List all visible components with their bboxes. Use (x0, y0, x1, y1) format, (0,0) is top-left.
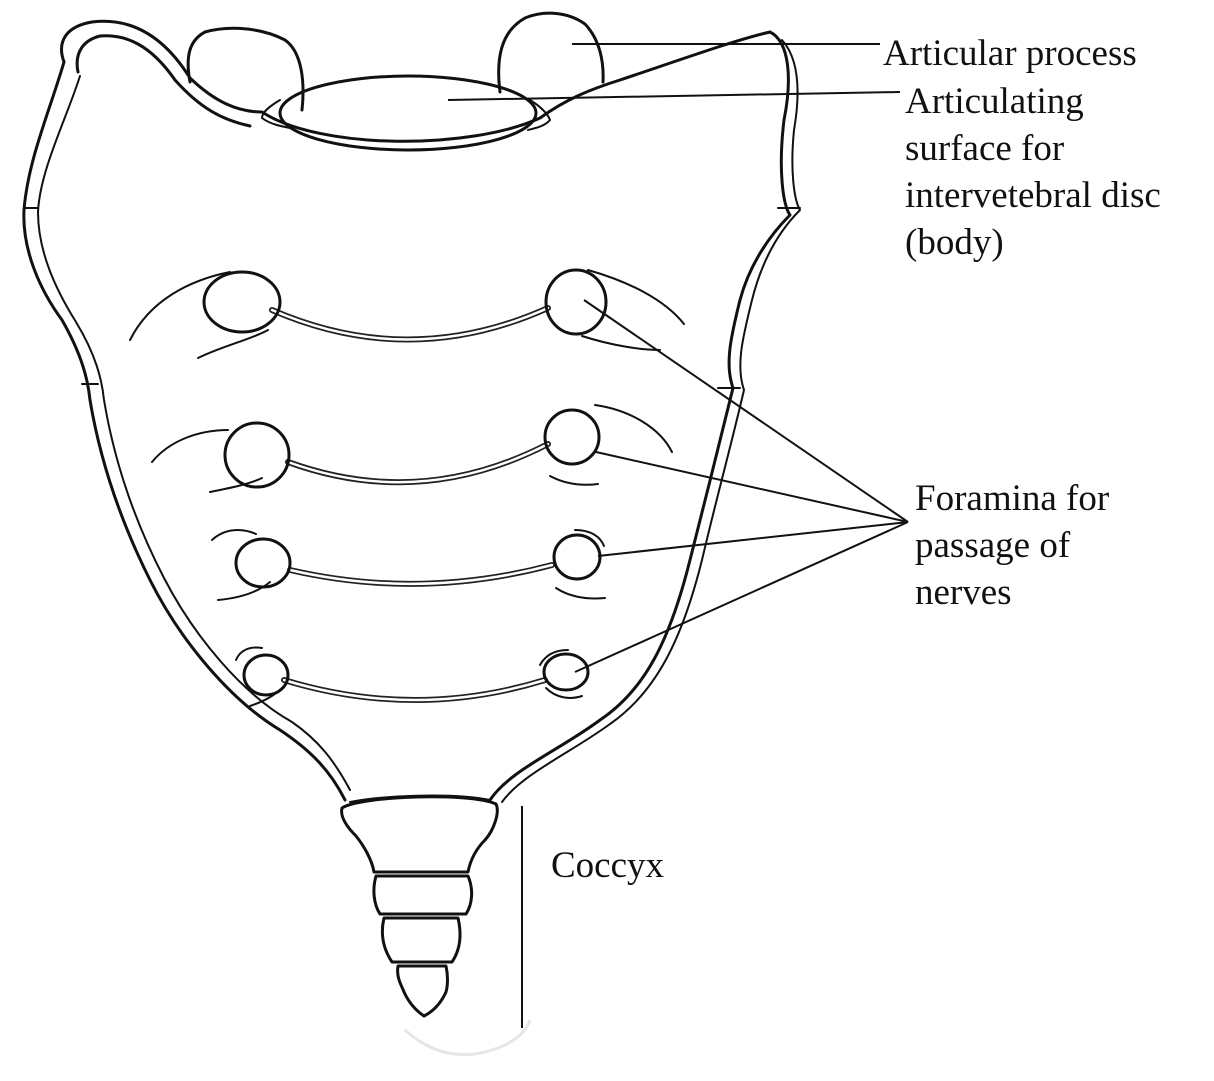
watermark-curve (405, 1020, 530, 1055)
label-articular-process: Articular process (883, 30, 1137, 77)
label-foramina: Foramina for passage of nerves (915, 475, 1109, 616)
leader-lines (448, 44, 908, 1028)
label-articulating-surface: Articulating surface for intervetebral d… (905, 78, 1161, 266)
articular-process-left (188, 28, 303, 110)
transverse-ridges (272, 308, 552, 700)
coccyx-bones (342, 796, 498, 1016)
label-coccyx: Coccyx (551, 842, 664, 889)
articulating-surface-body (262, 76, 550, 150)
articular-process-right (499, 13, 603, 92)
sacrum-outline (24, 21, 800, 802)
foramina-left (130, 272, 290, 706)
foramina-right (540, 270, 684, 698)
